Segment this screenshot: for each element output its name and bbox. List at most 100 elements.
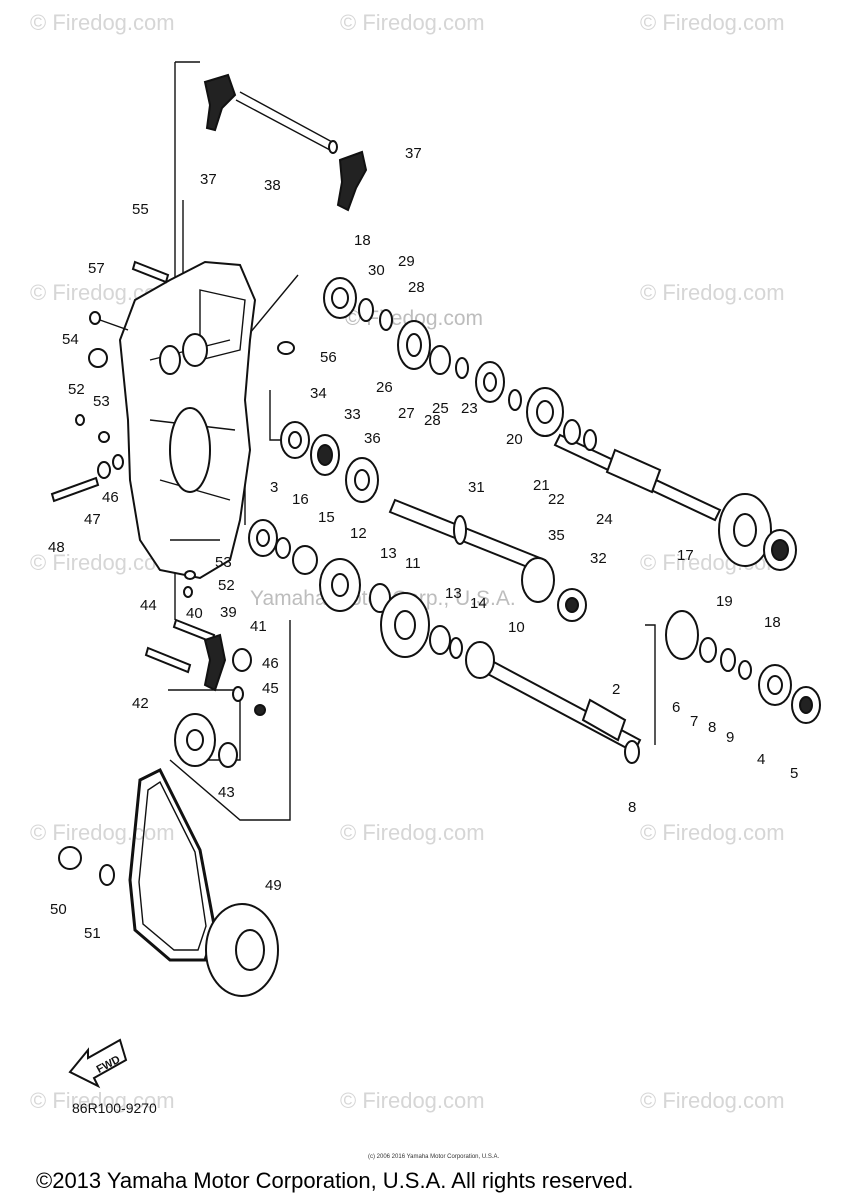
bearing-18-right (763, 529, 797, 571)
callout-49: 49 (265, 877, 282, 894)
washer-8 (720, 648, 736, 672)
watermark-text: © Firedog.com (640, 10, 785, 35)
callout-26: 26 (376, 379, 393, 396)
callout-9: 9 (726, 729, 734, 746)
callout-28: 28 (424, 412, 441, 429)
callout-39: 39 (220, 604, 237, 621)
small-copyright: (c) 2006 2016 Yamaha Motor Corporation, … (368, 1154, 500, 1160)
callout-46: 46 (262, 655, 279, 672)
ring-29 (379, 309, 393, 331)
callout-22: 22 (548, 491, 565, 508)
gear-25 (475, 361, 505, 403)
main-shaft (482, 658, 642, 754)
callout-36: 36 (364, 430, 381, 447)
callout-20: 20 (506, 431, 523, 448)
collar-21 (563, 419, 581, 445)
bolt-55 (131, 260, 170, 284)
callout-45: 45 (262, 680, 279, 697)
callout-57: 57 (88, 260, 105, 277)
callout-32: 32 (590, 550, 607, 567)
callout-56: 56 (320, 349, 337, 366)
watermark-text: © Firedog.com (30, 1088, 175, 1113)
callout-31: 31 (468, 479, 485, 496)
washer-22 (583, 429, 597, 451)
callout-15: 15 (318, 509, 335, 526)
callout-18: 18 (764, 614, 781, 631)
callout-8: 8 (628, 799, 636, 816)
callout-28: 28 (408, 279, 425, 296)
callout-40: 40 (186, 605, 203, 622)
shaft-31 (388, 498, 547, 574)
collar-13-right (429, 625, 451, 655)
collar-27 (429, 345, 451, 375)
callout-21: 21 (533, 477, 550, 494)
bearing-34 (280, 421, 310, 459)
callout-35: 35 (548, 527, 565, 544)
watermark-text: © Firedog.com (640, 1088, 785, 1113)
washer-14 (449, 637, 463, 659)
callout-41: 41 (250, 618, 267, 635)
shift-fork-shaft (235, 91, 338, 154)
callout-18: 18 (354, 232, 371, 249)
watermark-text: © Firedog.com (340, 820, 485, 845)
callout-23: 23 (461, 400, 478, 417)
callout-7: 7 (690, 713, 698, 730)
watermark-text: © Firedog.com (640, 820, 785, 845)
gear-26 (397, 320, 431, 370)
washer-16 (275, 537, 291, 559)
bolt-48 (50, 476, 100, 503)
output-shaft (553, 433, 722, 522)
sprocket-49 (205, 903, 279, 997)
callout-55: 55 (132, 201, 149, 218)
seal-5 (791, 686, 821, 724)
screw-53-lower (184, 570, 196, 580)
collar-41 (232, 648, 252, 672)
washer-23 (508, 389, 522, 411)
gear-19 (718, 493, 772, 567)
bolt-44 (144, 646, 192, 674)
callout-27: 27 (398, 405, 415, 422)
callout-25: 25 (432, 400, 449, 417)
gear-6 (665, 610, 699, 660)
watermark-text: © Firedog.com (340, 1088, 485, 1113)
callout-47: 47 (84, 511, 101, 528)
callout-17: 17 (677, 547, 694, 564)
gear-36 (345, 457, 379, 503)
drive-chain (128, 767, 217, 962)
callout-2: 2 (612, 681, 620, 698)
watermark-text: © Firedog.com (30, 10, 175, 35)
gear-35 (521, 557, 555, 603)
callout-53: 53 (215, 554, 232, 571)
dowel-56 (277, 341, 295, 355)
callout-37: 37 (405, 145, 422, 162)
callout-labels: 2345678891011121313141516171818192021222… (48, 145, 798, 942)
callout-44: 44 (140, 597, 157, 614)
washer-53 (98, 431, 110, 443)
frame-line (645, 624, 656, 745)
callout-12: 12 (350, 525, 367, 542)
callout-53: 53 (93, 393, 110, 410)
callout-10: 10 (508, 619, 525, 636)
shift-fork-left (203, 73, 237, 132)
callout-54: 54 (62, 331, 79, 348)
callout-52: 52 (218, 577, 235, 594)
callout-33: 33 (344, 406, 361, 423)
crankcase-cover (118, 260, 257, 580)
callout-52: 52 (68, 381, 85, 398)
screw-52-lower (183, 586, 193, 598)
bearing-3 (248, 519, 278, 557)
callout-43: 43 (218, 784, 235, 801)
bolt-57 (89, 311, 129, 331)
washer-51 (99, 864, 115, 886)
callout-29: 29 (398, 253, 415, 270)
ring-46-lower (232, 686, 244, 702)
plug-54 (88, 348, 108, 368)
washer-30 (358, 298, 374, 322)
callout-13: 13 (445, 585, 462, 602)
watermark-text: © Firedog.com (640, 280, 785, 305)
shift-fork-right (336, 150, 368, 212)
bearing-4 (758, 664, 792, 706)
frame-line (169, 620, 291, 821)
watermark-text-mid: © Firedog.com (345, 307, 483, 330)
